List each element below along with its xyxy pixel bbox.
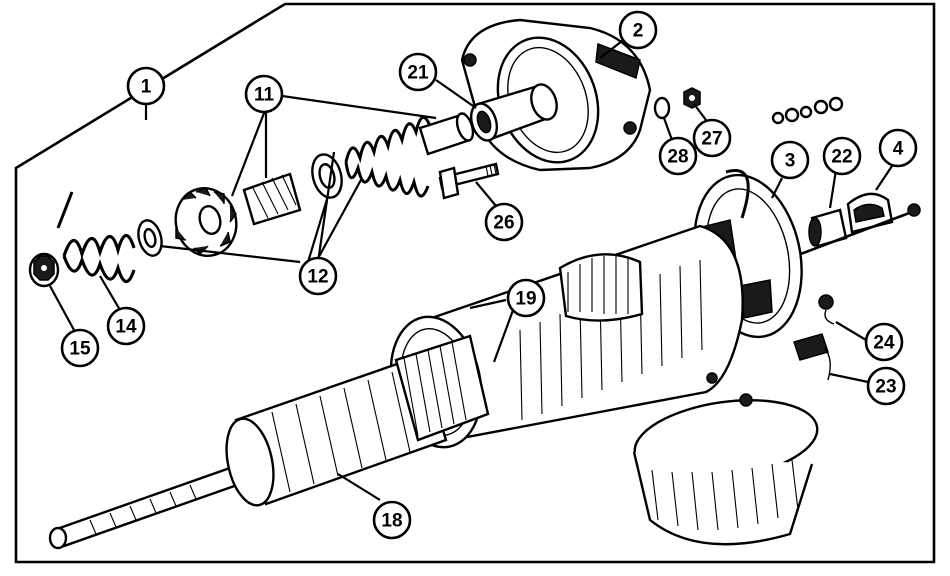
callout-27: 27 bbox=[692, 118, 732, 158]
callout-23: 23 bbox=[866, 366, 906, 406]
terminal-nuts-and-washers bbox=[771, 96, 844, 125]
callout-26: 26 bbox=[484, 202, 524, 242]
main-spring bbox=[344, 115, 432, 198]
callout-12: 12 bbox=[298, 256, 338, 296]
callout-11-label: 11 bbox=[254, 85, 275, 106]
callout-15: 15 bbox=[60, 328, 100, 368]
callout-1: 1 bbox=[126, 66, 166, 106]
pinion bbox=[174, 187, 238, 257]
callout-4-label: 4 bbox=[893, 139, 904, 160]
callout-22-label: 22 bbox=[831, 147, 852, 168]
callout-28-label: 28 bbox=[667, 147, 688, 168]
terminal-stud bbox=[789, 210, 913, 260]
cover-band bbox=[632, 372, 819, 546]
commutator-bush bbox=[808, 208, 848, 248]
shaft-nut bbox=[28, 252, 60, 288]
bearing-bush bbox=[846, 192, 894, 234]
callout-28: 28 bbox=[658, 136, 698, 176]
callout-1-label: 1 bbox=[141, 77, 152, 98]
screwed-sleeve bbox=[242, 172, 302, 226]
leader-lines bbox=[49, 37, 893, 501]
callout-2-label: 2 bbox=[633, 21, 644, 42]
washer-small bbox=[137, 219, 163, 257]
callout-21-label: 21 bbox=[407, 63, 429, 84]
callout-18-label: 18 bbox=[381, 511, 402, 532]
callout-21: 21 bbox=[398, 52, 438, 92]
diagram-frame bbox=[14, 2, 936, 564]
brush-spring bbox=[818, 294, 835, 325]
callout-4: 4 bbox=[878, 128, 918, 168]
callout-23-label: 23 bbox=[875, 377, 896, 398]
callout-19: 19 bbox=[506, 278, 546, 318]
hex-nut bbox=[683, 87, 701, 109]
through-bolt bbox=[438, 162, 500, 200]
callout-24: 24 bbox=[864, 322, 904, 362]
callout-18: 18 bbox=[372, 500, 412, 540]
armature bbox=[48, 334, 490, 550]
callout-3-label: 3 bbox=[785, 151, 796, 172]
callout-2: 2 bbox=[618, 10, 658, 50]
callout-11: 11 bbox=[244, 74, 284, 114]
restraining-spring bbox=[62, 233, 136, 284]
callout-19-label: 19 bbox=[515, 289, 536, 310]
callout-15-label: 15 bbox=[69, 339, 91, 360]
brush bbox=[793, 333, 831, 381]
callout-22: 22 bbox=[822, 136, 862, 176]
callout-12-label: 12 bbox=[307, 267, 328, 288]
callout-14-label: 14 bbox=[115, 317, 137, 338]
callout-27-label: 27 bbox=[701, 129, 722, 150]
split-pin bbox=[56, 191, 74, 229]
spring-washer bbox=[653, 96, 671, 120]
callout-14: 14 bbox=[106, 306, 146, 346]
bush bbox=[469, 83, 558, 142]
callout-3: 3 bbox=[770, 140, 810, 180]
callout-26-label: 26 bbox=[493, 213, 514, 234]
callout-24-label: 24 bbox=[873, 333, 895, 354]
drive-sleeve bbox=[418, 112, 475, 156]
